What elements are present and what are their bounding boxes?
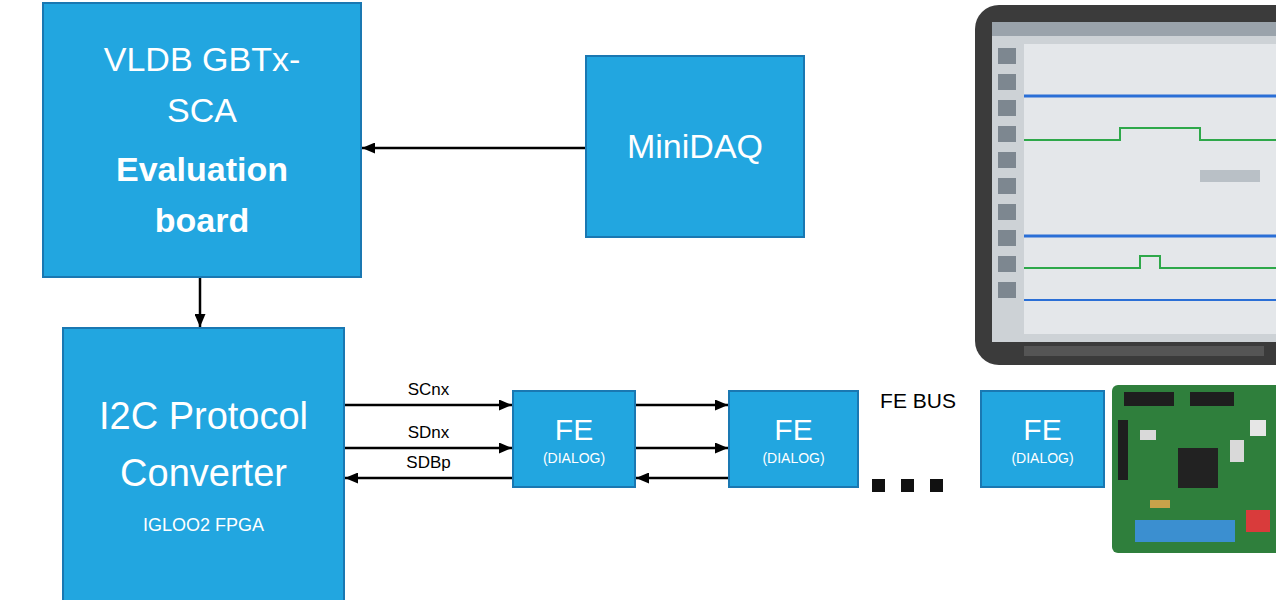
scope-readout: [1200, 170, 1260, 182]
fe-board-photo: [1112, 385, 1276, 553]
component: [1230, 440, 1244, 462]
scope-bezel: [1024, 346, 1264, 356]
box-subtitle: Evaluation board: [102, 144, 302, 246]
chip: [1178, 448, 1218, 488]
scope-grid: [1024, 44, 1276, 334]
signal-arrow: [636, 404, 728, 407]
scope-toolbar: [992, 22, 1276, 36]
signal-arrow: [345, 404, 512, 407]
signal-arrow: [345, 447, 512, 450]
box-subtitle: (DIALOG): [762, 450, 824, 468]
scope-buttons: [998, 48, 1016, 298]
box-title: MiniDAQ: [627, 121, 763, 172]
scope-trace: [1024, 256, 1276, 268]
signal-arrow: [345, 477, 512, 480]
signal-arrow: [199, 278, 202, 327]
scope-screen: [992, 22, 1276, 342]
connector: [1190, 392, 1234, 406]
fe-box: FE(DIALOG): [512, 390, 636, 488]
connector: [1246, 510, 1270, 532]
signal-arrow: [636, 447, 728, 450]
board-box: VLDB GBTx-SCAEvaluation board: [42, 2, 362, 278]
fe-box: FE(DIALOG): [980, 390, 1105, 488]
box-title: FE: [555, 411, 593, 449]
oscilloscope-photo: [975, 5, 1276, 365]
signal-arrow: [636, 477, 728, 480]
photo-frame: [975, 5, 1276, 365]
connector: [1124, 392, 1174, 406]
box-title: FE: [774, 411, 812, 449]
connector: [1135, 520, 1235, 542]
signal-arrow: [362, 147, 585, 150]
component: [1140, 430, 1156, 440]
connector: [1118, 420, 1128, 480]
box-subtitle: (DIALOG): [1011, 450, 1073, 468]
signal-name: SDnx: [406, 424, 452, 443]
pcb: [1112, 385, 1276, 553]
signal-name: SCnx: [406, 381, 452, 400]
daq-box: MiniDAQ: [585, 55, 805, 238]
scope-trace: [1024, 235, 1276, 238]
bus-label: FE BUS: [880, 388, 956, 414]
scope-trace: [1024, 128, 1276, 140]
component: [1150, 500, 1170, 508]
box-subtitle: (DIALOG): [543, 450, 605, 468]
signal-name: SDBp: [404, 454, 452, 473]
box-subtitle: IGLOO2 FPGA: [143, 512, 264, 539]
continuation-dots: [872, 479, 943, 492]
fe-box: FE(DIALOG): [728, 390, 859, 488]
scope-trace: [1024, 299, 1276, 301]
box-title: FE: [1023, 411, 1061, 449]
converter-box: I2C Protocol ConverterIGLOO2 FPGA: [62, 327, 345, 600]
scope-trace: [1024, 95, 1276, 98]
box-title: I2C Protocol Converter: [96, 388, 311, 502]
box-title: VLDB GBTx-SCA: [102, 34, 302, 136]
component: [1250, 420, 1266, 436]
